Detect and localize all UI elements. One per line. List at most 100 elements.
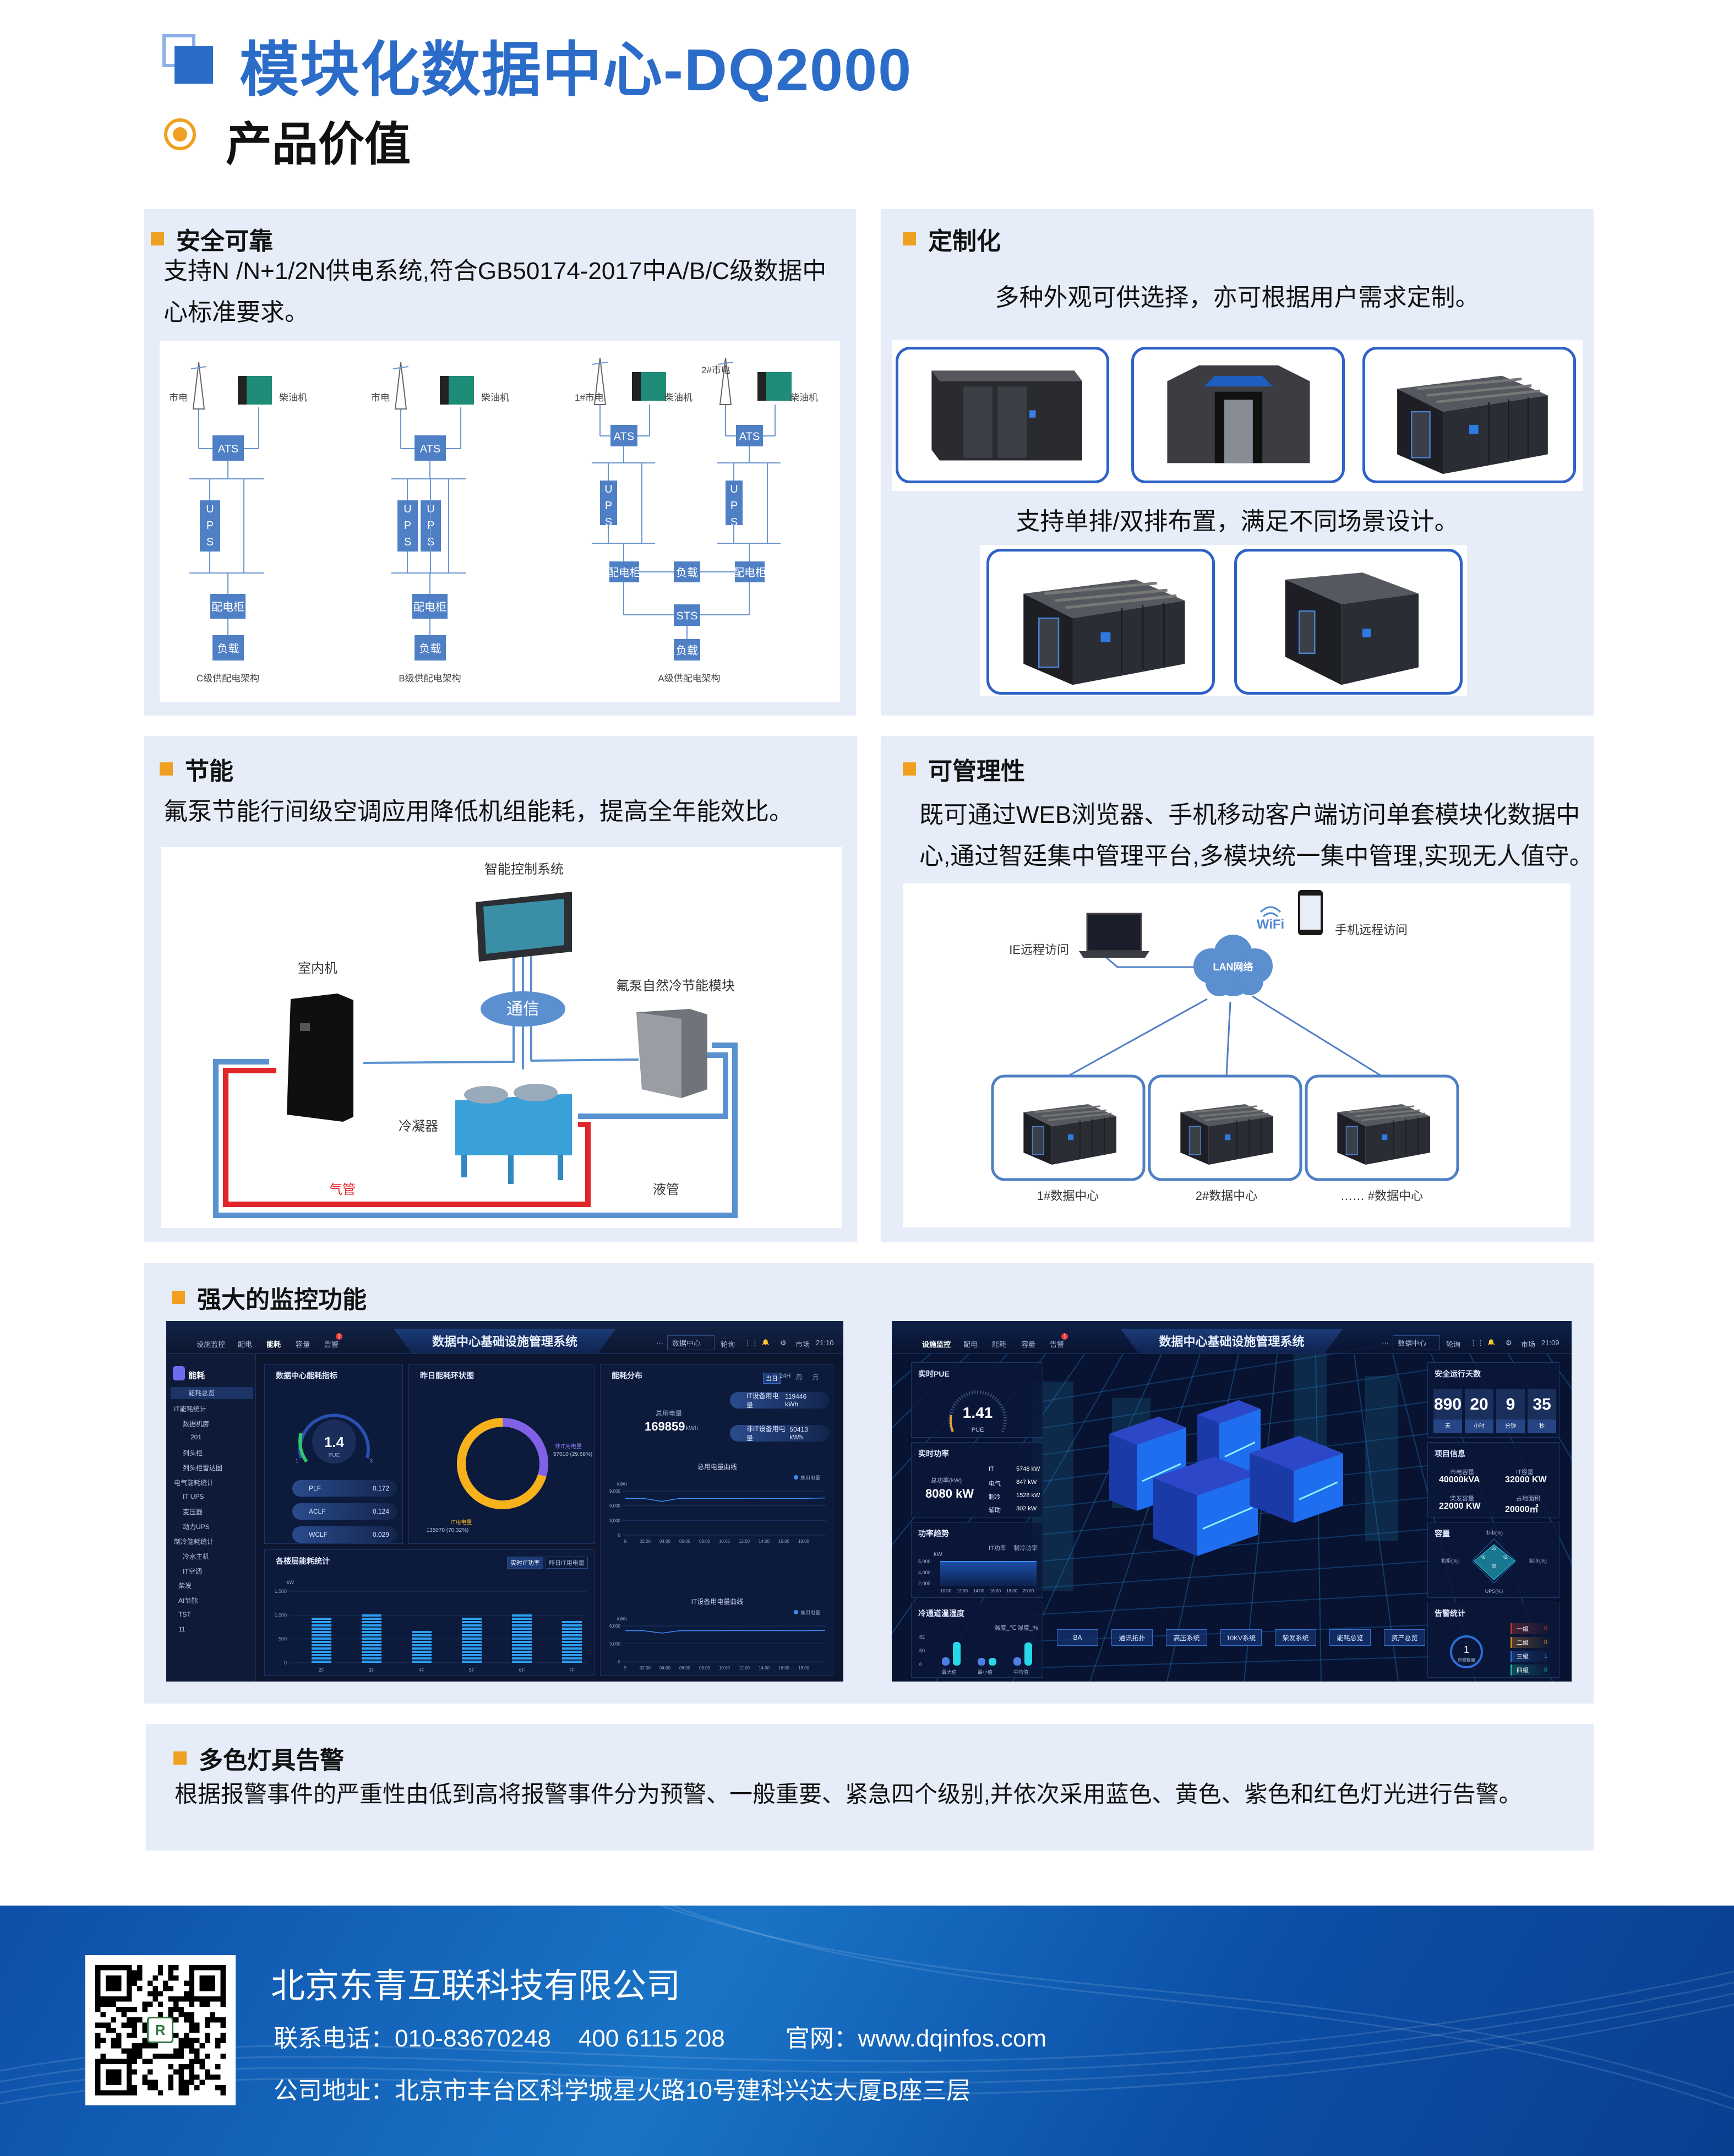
nav-tab-3[interactable]: 容量 — [296, 1340, 310, 1349]
sidebar-item[interactable]: 冷水主机 — [183, 1552, 209, 1561]
energy-heading: 节能 — [160, 751, 233, 787]
nav-tab-4[interactable]: 告警 — [324, 1340, 339, 1349]
sidebar-item[interactable]: 柴发 — [178, 1581, 192, 1590]
x-tick: 4F — [419, 1667, 425, 1673]
nav-tab-1[interactable]: 配电 — [963, 1340, 978, 1349]
load-box — [415, 635, 446, 661]
sidebar-item[interactable]: 电气能耗统计 — [174, 1478, 214, 1487]
bar-segment-5F — [462, 1657, 482, 1660]
bar-segment-2F — [312, 1654, 331, 1656]
qr-module — [157, 1991, 163, 1996]
qr-module — [189, 2012, 195, 2017]
scene-button-6[interactable]: 资产总览 — [1384, 1629, 1425, 1646]
qr-module — [199, 2064, 205, 2070]
scene-button-2[interactable]: 高压系统 — [1166, 1629, 1207, 1646]
qr-module — [132, 2054, 137, 2059]
sidebar-item-label: 能耗 — [188, 1371, 205, 1380]
ats-box — [610, 425, 637, 446]
legend-label: 总用电量 — [800, 1475, 820, 1481]
user-name[interactable]: 市场 — [1521, 1340, 1536, 1349]
qr-module — [173, 2048, 179, 2054]
network-diagram: IE远程访问 LAN网络 WiFi 手机远程访问 1#数据中心 2#数据中心 …… — [903, 883, 1571, 1227]
phone-icon — [1298, 890, 1323, 935]
website-link[interactable]: www.dqinfos.com — [858, 2025, 1047, 2052]
section-subtitle: 产品价值 — [226, 118, 411, 170]
sidebar-item[interactable]: 能耗总览 — [171, 1387, 253, 1399]
ups-box — [600, 481, 617, 525]
trend-area — [940, 1561, 1037, 1586]
bullet-icon — [172, 1291, 185, 1304]
qr-module — [100, 2022, 106, 2028]
grid-line — [1029, 1369, 1432, 1431]
toggle-0[interactable]: 实时IT功率 — [507, 1557, 543, 1569]
scene-button-5[interactable]: 能耗总览 — [1329, 1629, 1371, 1646]
gear-icon[interactable]: ⚙ — [780, 1339, 787, 1347]
qr-module — [173, 2017, 179, 2023]
toggle-1[interactable]: 昨日IT用电量 — [546, 1557, 588, 1569]
more-button[interactable]: ··· — [1382, 1339, 1389, 1347]
bell-icon[interactable]: 🔔 — [762, 1339, 770, 1346]
grid-icon[interactable]: ⋮⋮ — [1470, 1339, 1484, 1347]
range-tab-1[interactable]: 24H — [779, 1373, 791, 1379]
sidebar-item[interactable]: TST — [178, 1611, 191, 1618]
scene-button-4[interactable]: 柴发系统 — [1275, 1629, 1316, 1646]
nav-tab-3[interactable]: 容量 — [1021, 1340, 1036, 1349]
range-tab-3[interactable]: 月 — [813, 1374, 819, 1381]
sidebar-item[interactable]: AI节能 — [178, 1596, 198, 1605]
chart-title: 总用电量曲线 — [697, 1463, 737, 1471]
ats-box-label: ATS — [218, 443, 238, 455]
scene-button-1[interactable]: 通讯拓扑 — [1111, 1629, 1153, 1646]
more-button[interactable]: ··· — [656, 1339, 663, 1347]
nav-tab-1[interactable]: 配电 — [238, 1340, 253, 1349]
qr-module — [168, 2075, 174, 2080]
qr-module — [132, 2006, 137, 2012]
legend-label: 总用电量 — [800, 1609, 820, 1615]
scene-button-3[interactable]: 10KV系统 — [1220, 1629, 1262, 1646]
pdu-box — [412, 594, 448, 619]
load-box — [674, 639, 700, 661]
range-tab-2[interactable]: 周 — [796, 1374, 802, 1381]
sidebar-item[interactable]: 列头柜 — [183, 1448, 203, 1458]
qr-module — [147, 2079, 153, 2086]
alarm-level-count: 0 — [1544, 1639, 1547, 1646]
energy-module-icon — [173, 1366, 185, 1380]
site-dropdown[interactable]: 数据中心 — [1393, 1335, 1441, 1350]
bar-segment-7F — [562, 1641, 582, 1643]
project-item-value: 40000kVA — [1439, 1475, 1480, 1484]
nav-tab-0[interactable]: 设施监控 — [922, 1340, 951, 1349]
sidebar-item[interactable]: 列头柜雷达图 — [183, 1463, 222, 1472]
sidebar-item[interactable]: 数据机房 — [183, 1419, 209, 1428]
sidebar-item[interactable]: 变压器 — [183, 1507, 203, 1516]
bar-最大值-0 — [942, 1657, 950, 1666]
gear-icon[interactable]: ⚙ — [1506, 1339, 1512, 1347]
sidebar-item[interactable]: IT空调 — [183, 1566, 202, 1576]
x-tick: 6F — [519, 1667, 525, 1673]
nav-tab-4[interactable]: 告警 — [1050, 1340, 1065, 1349]
poll-button[interactable]: 轮询 — [1446, 1340, 1461, 1349]
nav-tab-0[interactable]: 设施监控 — [197, 1340, 226, 1349]
sidebar-item[interactable]: 11 — [178, 1625, 185, 1633]
qr-module — [142, 2022, 148, 2028]
user-name[interactable]: 市场 — [795, 1340, 810, 1349]
grid-icon[interactable]: ⋮⋮ — [744, 1339, 759, 1347]
bar-segment-3F — [362, 1657, 381, 1660]
nav-tab-2[interactable]: 能耗 — [992, 1340, 1007, 1349]
scene-button-0[interactable]: BA — [1057, 1629, 1098, 1646]
sidebar-item[interactable]: 201 — [190, 1433, 201, 1441]
poll-button[interactable]: 轮询 — [721, 1340, 735, 1349]
nav-tab-2[interactable]: 能耗 — [266, 1340, 281, 1349]
bar-segment-6F — [512, 1654, 532, 1656]
sidebar-item[interactable]: 动力UPS — [183, 1522, 210, 1531]
index-value: 0.172 — [372, 1484, 389, 1492]
range-tab-0[interactable]: 当日 — [763, 1373, 781, 1384]
qr-module — [189, 2027, 195, 2033]
sidebar-item[interactable]: IT能耗统计 — [174, 1404, 206, 1413]
liquid-pipe-inner — [578, 1052, 728, 1119]
qr-module — [194, 2038, 200, 2044]
sidebar-item[interactable]: 能耗 — [188, 1369, 205, 1381]
bell-icon[interactable]: 🔔 — [1487, 1339, 1495, 1346]
sidebar-item[interactable]: 制冷能耗统计 — [174, 1537, 214, 1546]
site-dropdown[interactable]: 数据中心 — [667, 1335, 715, 1350]
sidebar-item[interactable]: IT UPS — [183, 1493, 204, 1500]
